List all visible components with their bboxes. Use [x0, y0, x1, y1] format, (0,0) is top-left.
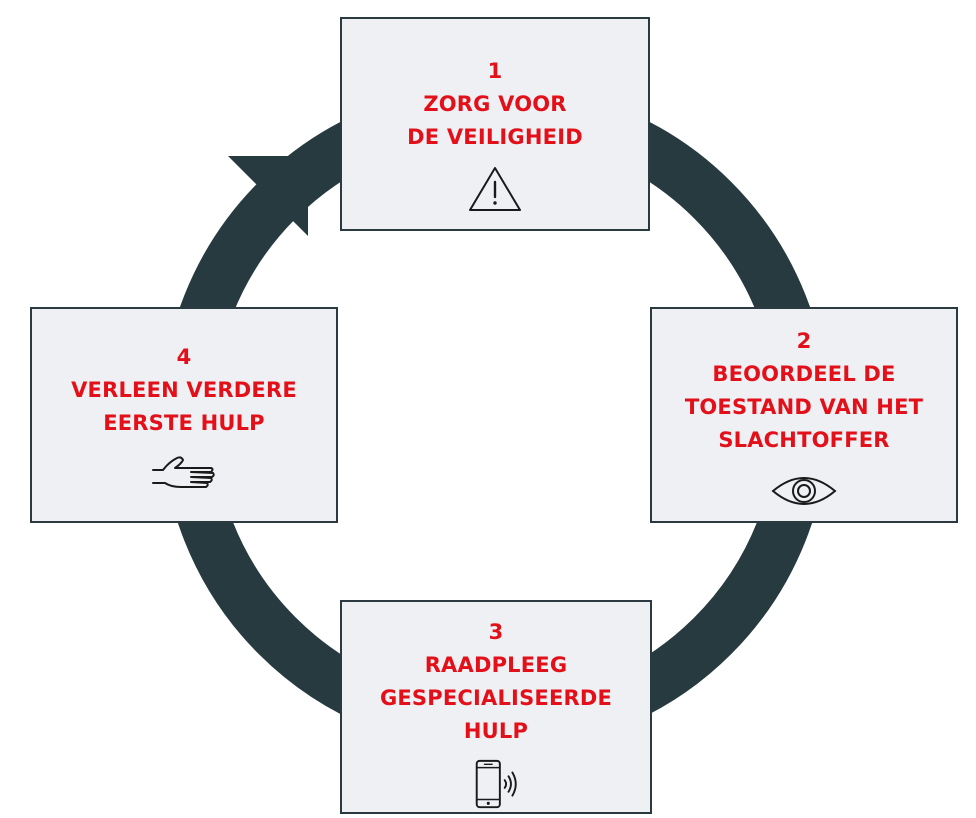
step-1-number: 1: [487, 59, 503, 83]
step-4-box: 4 VERLEEN VERDERE EERSTE HULP: [30, 307, 338, 523]
step-2-line: TOESTAND VAN HET: [684, 395, 924, 419]
step-4-number: 4: [176, 345, 192, 369]
step-1-line: DE VEILIGHEID: [407, 125, 583, 149]
step-4-line: EERSTE HULP: [103, 411, 265, 435]
hand-icon: [152, 456, 215, 488]
step-2-line: BEOORDEEL DE: [712, 362, 896, 386]
step-3-line: GESPECIALISEERDE: [379, 686, 613, 710]
eye-icon: [771, 477, 837, 505]
phone-call-icon: [475, 759, 517, 809]
step-1-box: 1 ZORG VOOR DE VEILIGHEID: [340, 17, 650, 231]
warning-triangle-icon: [469, 167, 521, 211]
step-2-line: SLACHTOFFER: [718, 428, 890, 452]
step-3-line: HULP: [463, 719, 529, 743]
step-2-title: 2 BEOORDEEL DE TOESTAND VAN HET SLACHTOF…: [685, 325, 923, 457]
step-3-title: 3 RAADPLEEG GESPECIALISEERDE HULP: [380, 616, 612, 748]
step-1-line: ZORG VOOR: [423, 92, 567, 116]
step-3-line: RAADPLEEG: [424, 653, 568, 677]
step-4-line: VERLEEN VERDERE: [71, 378, 297, 402]
step-1-title: 1 ZORG VOOR DE VEILIGHEID: [407, 55, 583, 154]
step-4-title: 4 VERLEEN VERDERE EERSTE HULP: [71, 341, 297, 440]
step-3-box: 3 RAADPLEEG GESPECIALISEERDE HULP: [340, 600, 652, 814]
step-2-number: 2: [796, 329, 812, 353]
step-3-number: 3: [488, 620, 504, 644]
cycle-arrow-head: [228, 156, 308, 236]
step-2-box: 2 BEOORDEEL DE TOESTAND VAN HET SLACHTOF…: [650, 307, 958, 523]
